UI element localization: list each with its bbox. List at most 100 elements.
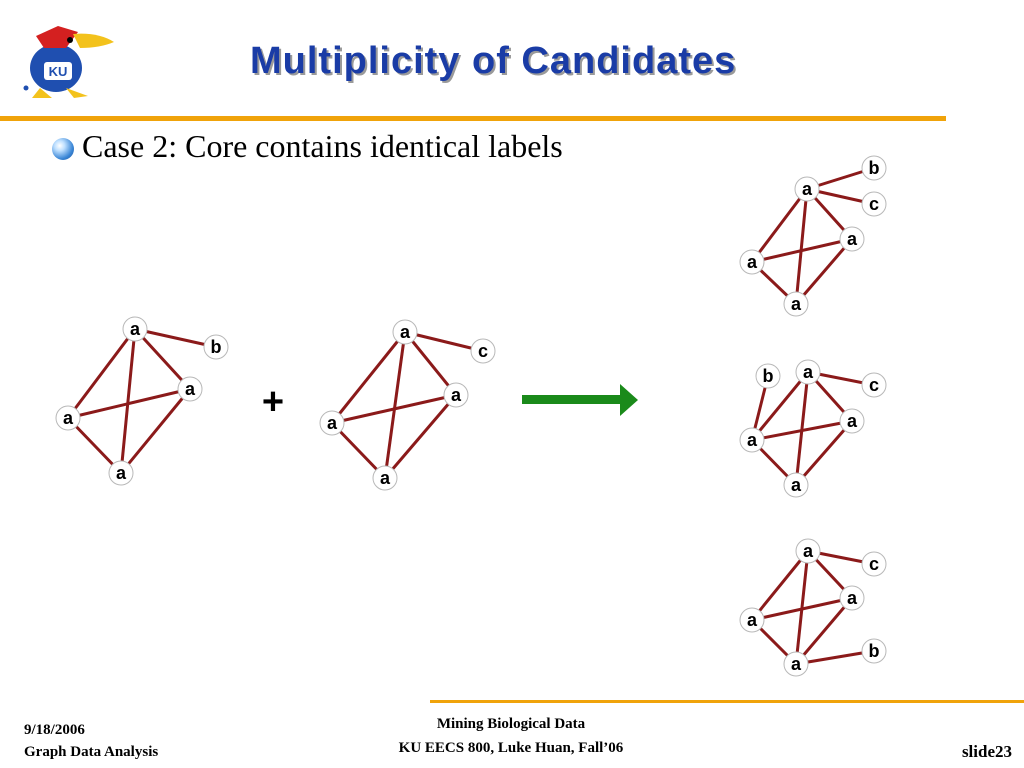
graph-node: a xyxy=(443,382,469,408)
node-circle xyxy=(783,651,809,677)
plus-sign: + xyxy=(262,381,284,423)
node-label: a xyxy=(847,229,858,249)
graph-node: a xyxy=(839,226,865,252)
node-circle xyxy=(203,334,229,360)
node-label: a xyxy=(803,541,814,561)
node-circle xyxy=(177,376,203,402)
graph-node: a xyxy=(739,249,765,275)
input-graph-2: a a a a c xyxy=(319,319,496,491)
graph-node: a xyxy=(839,585,865,611)
node-label: a xyxy=(380,468,391,488)
node-label: a xyxy=(130,319,141,339)
graph-node: c xyxy=(470,338,496,364)
node-label: a xyxy=(400,322,411,342)
node-circle xyxy=(795,359,821,385)
node-circle xyxy=(739,249,765,275)
node-label: a xyxy=(63,408,74,428)
node-label: a xyxy=(451,385,462,405)
graph-edge xyxy=(66,328,137,419)
graph-node: a xyxy=(839,408,865,434)
node-circle xyxy=(739,607,765,633)
graph-node: a xyxy=(783,291,809,317)
graph-edge xyxy=(750,188,809,263)
result-arrow xyxy=(522,384,638,416)
node-label: c xyxy=(869,375,879,395)
node-circle xyxy=(108,460,134,486)
graph-node: b xyxy=(755,363,781,389)
node-circle xyxy=(755,363,781,389)
node-circle xyxy=(795,538,821,564)
footer-course-title: Mining Biological Data xyxy=(436,716,586,732)
node-circle xyxy=(861,551,887,577)
graph-node: a xyxy=(783,472,809,498)
node-label: a xyxy=(327,413,338,433)
node-circle xyxy=(861,372,887,398)
graph-edge xyxy=(794,188,809,305)
node-label: a xyxy=(747,252,758,272)
node-circle xyxy=(55,405,81,431)
ku-jayhawk-logo: KU xyxy=(23,26,114,98)
slide-title: Multiplicity of Candidates xyxy=(250,40,737,82)
node-label: a xyxy=(802,179,813,199)
graph-node: a xyxy=(372,465,398,491)
node-label: a xyxy=(847,588,858,608)
graph-edge xyxy=(383,331,407,479)
node-circle xyxy=(839,226,865,252)
footer-date: 9/18/2006 xyxy=(24,722,85,738)
graph-edge xyxy=(794,238,854,305)
graph-node: a xyxy=(392,319,418,345)
footer-topic: Graph Data Analysis xyxy=(24,744,159,760)
node-circle xyxy=(861,638,887,664)
graph-node: a xyxy=(739,427,765,453)
graph-edge xyxy=(751,596,853,622)
node-label: b xyxy=(869,641,880,661)
candidate-1: a a a a bc xyxy=(739,155,887,317)
title-divider xyxy=(0,116,946,121)
input-graph-1: a a a a b xyxy=(55,316,229,486)
graph-edge xyxy=(794,420,854,486)
node-label: a xyxy=(791,294,802,314)
graph-edge xyxy=(404,330,484,353)
graph-edge xyxy=(67,387,191,420)
graph-node: b xyxy=(861,155,887,181)
graph-edge xyxy=(119,388,192,474)
graph-node: a xyxy=(122,316,148,342)
graph-edge xyxy=(794,597,854,665)
graph-node: a xyxy=(783,651,809,677)
node-circle xyxy=(783,291,809,317)
node-circle xyxy=(861,191,887,217)
graph-node: a xyxy=(794,176,820,202)
node-label: a xyxy=(185,379,196,399)
node-circle xyxy=(392,319,418,345)
graph-edge xyxy=(330,421,387,480)
node-label: b xyxy=(763,366,774,386)
node-label: c xyxy=(869,194,879,214)
node-circle xyxy=(794,176,820,202)
node-circle xyxy=(861,155,887,181)
graph-node: a xyxy=(319,410,345,436)
bullet-icon xyxy=(52,137,74,160)
node-label: b xyxy=(869,158,880,178)
graph-node: c xyxy=(861,191,887,217)
graph-edge xyxy=(134,327,217,349)
graph-node: a xyxy=(795,538,821,564)
graph-node: a xyxy=(108,460,134,486)
graph-node: c xyxy=(861,372,887,398)
logo-text: KU xyxy=(49,64,68,79)
graph-node: c xyxy=(861,551,887,577)
node-circle xyxy=(839,585,865,611)
node-circle xyxy=(839,408,865,434)
graph-node: a xyxy=(795,359,821,385)
node-label: a xyxy=(116,463,127,483)
node-label: a xyxy=(791,475,802,495)
graph-edge xyxy=(751,419,853,442)
node-label: a xyxy=(803,362,814,382)
node-label: a xyxy=(791,654,802,674)
graph-edge xyxy=(794,371,810,486)
node-circle xyxy=(122,316,148,342)
graph-node: a xyxy=(55,405,81,431)
node-label: b xyxy=(211,337,222,357)
graph-node: b xyxy=(203,334,229,360)
node-circle xyxy=(739,427,765,453)
graph-edge xyxy=(750,371,810,441)
